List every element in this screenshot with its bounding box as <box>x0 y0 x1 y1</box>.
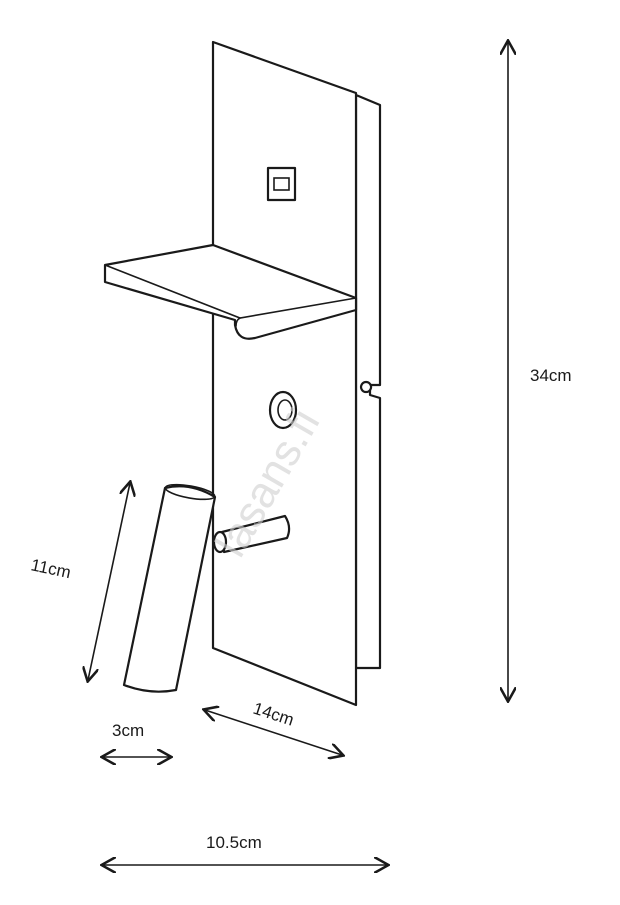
spot-length-label: 11cm <box>29 555 72 582</box>
back-plate <box>211 40 358 707</box>
connector-knob <box>359 380 373 394</box>
spot-diameter-label: 3cm <box>112 721 144 740</box>
spotlight-tube <box>122 485 217 693</box>
spot-length-arrow <box>88 483 130 680</box>
width-label: 10.5cm <box>206 833 262 852</box>
shelf <box>103 243 358 340</box>
dimension-lines <box>88 42 508 865</box>
usb-port-icon <box>266 166 297 202</box>
height-label: 34cm <box>530 366 572 385</box>
lamp-drawing <box>103 40 382 707</box>
depth-label: 14cm <box>251 699 296 730</box>
round-switch-icon <box>268 390 298 430</box>
depth-arrow <box>205 710 342 755</box>
spotlight-arm <box>220 514 291 554</box>
